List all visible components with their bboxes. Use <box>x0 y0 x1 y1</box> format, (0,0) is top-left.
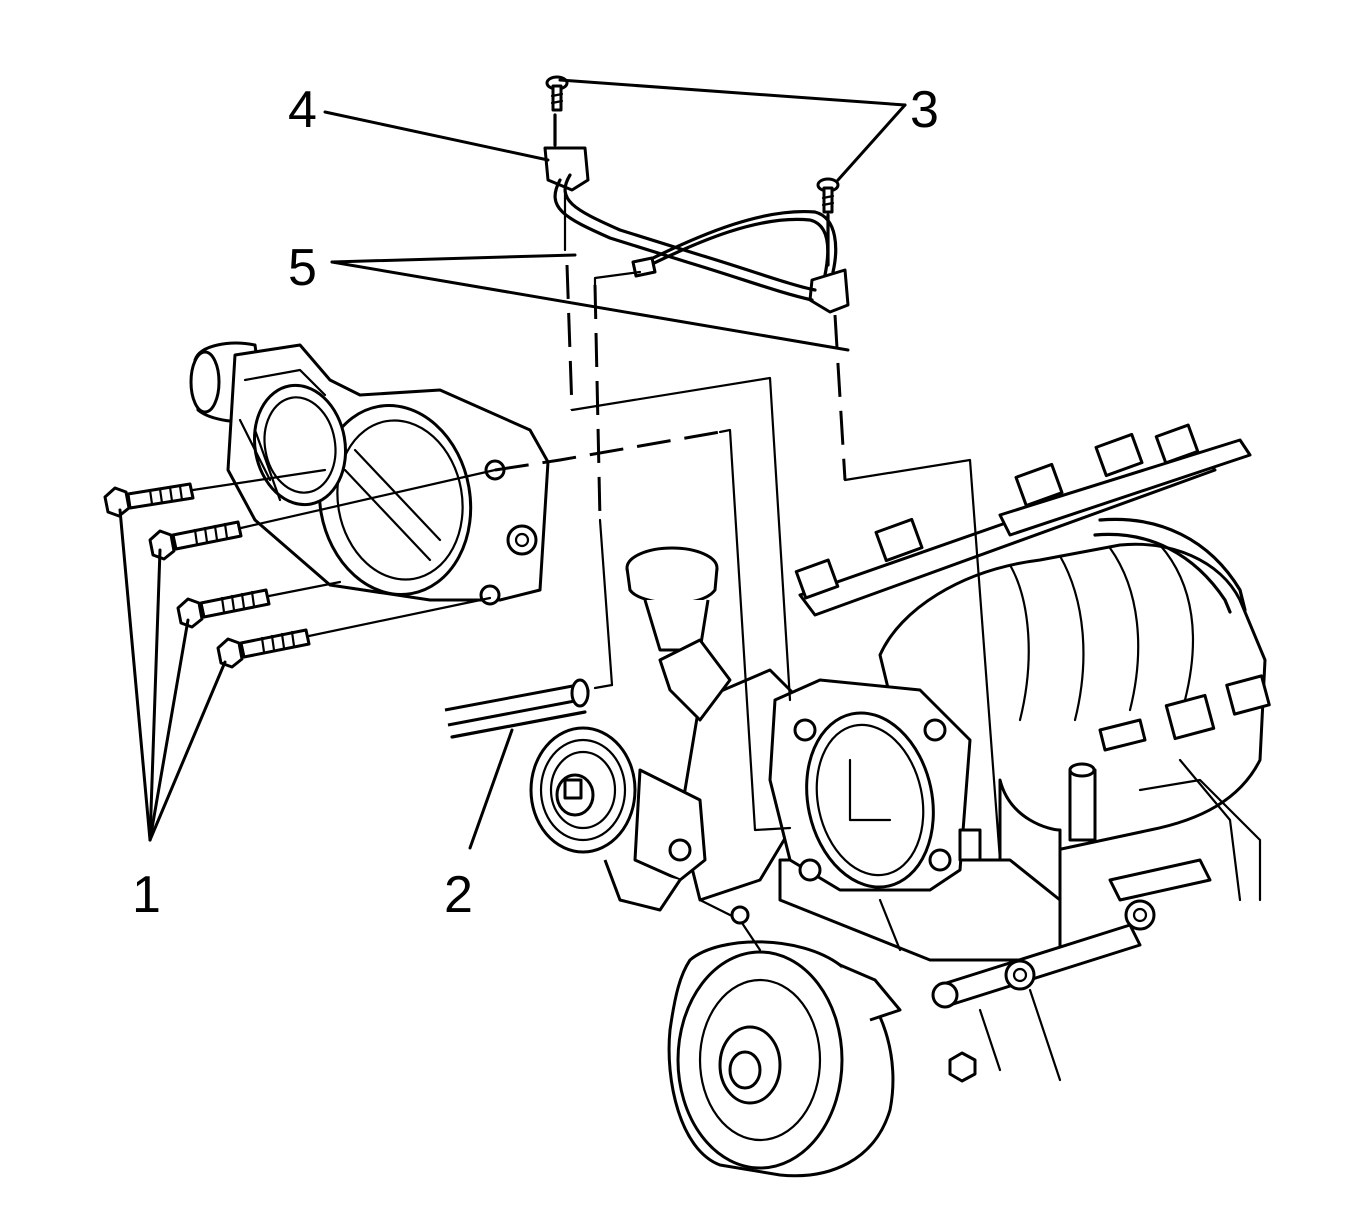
callout-4: 4 <box>288 81 317 139</box>
harness-screw-1 <box>545 75 569 112</box>
throttle-body-seal <box>444 678 590 739</box>
throttle-body <box>189 341 550 606</box>
harness-clip-upper <box>543 146 590 192</box>
bolt-1 <box>103 482 195 518</box>
callout-2: 2 <box>444 866 473 924</box>
callout-1: 1 <box>132 866 161 924</box>
harness-bracket-assembly <box>543 75 1002 862</box>
throttle-body-bolts <box>103 430 721 669</box>
bolt-3 <box>176 588 271 629</box>
harness-clip-lower <box>808 268 850 314</box>
callout-3: 3 <box>910 81 939 139</box>
engine-assembly <box>529 423 1271 1178</box>
callout-labels: 1 2 3 4 5 <box>132 81 939 924</box>
bolt-4 <box>216 628 311 669</box>
harness-screw-2 <box>816 177 840 214</box>
callout-5: 5 <box>288 239 317 297</box>
callout-leaders <box>118 78 907 850</box>
bolt-2 <box>148 520 243 561</box>
